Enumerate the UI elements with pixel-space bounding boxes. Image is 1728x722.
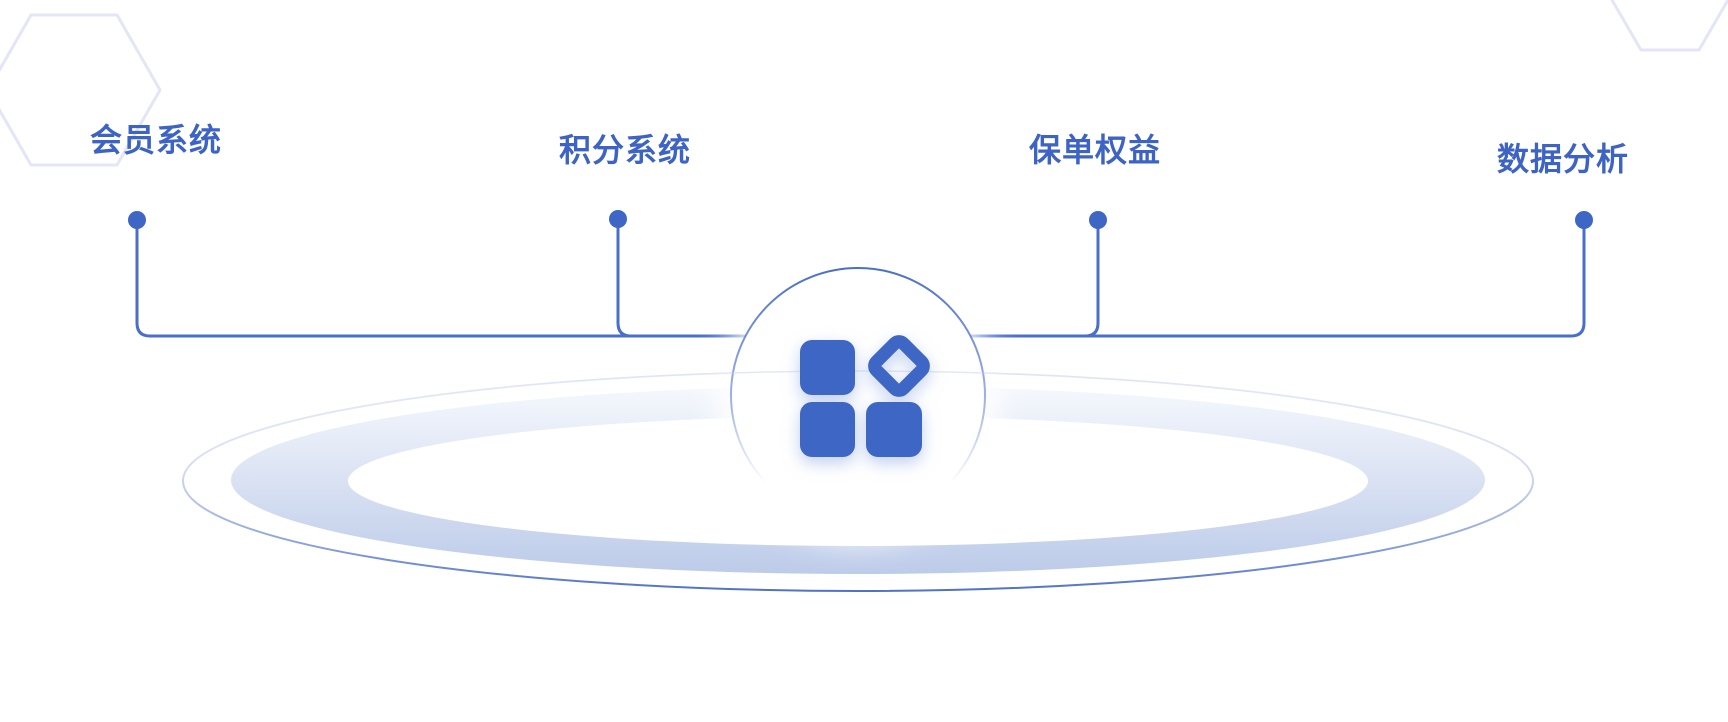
platform-top-arc bbox=[182, 370, 1534, 592]
icon-square-bottom-right bbox=[866, 402, 922, 457]
connector-dot-policy-benefits bbox=[1089, 211, 1107, 229]
connector-line-points-system bbox=[616, 220, 632, 338]
hexagon-decoration-top-right bbox=[1610, 0, 1728, 52]
connector-dot-points-system bbox=[609, 210, 627, 228]
label-data-analysis: 数据分析 bbox=[1497, 141, 1630, 177]
label-member-system: 会员系统 bbox=[90, 122, 223, 158]
connector-lines bbox=[135, 220, 1586, 338]
label-points-system: 积分系统 bbox=[559, 132, 692, 168]
icon-diamond-top-right bbox=[868, 335, 930, 397]
icon-square-top-left bbox=[800, 340, 855, 395]
app-modules-icon bbox=[800, 335, 930, 457]
connector-line-data-analysis bbox=[1570, 220, 1586, 338]
hexagon-decoration-top-left bbox=[0, 13, 162, 167]
center-circle bbox=[730, 267, 986, 523]
connector-line-member-system bbox=[135, 220, 1571, 338]
icon-square-bottom-left bbox=[800, 402, 855, 457]
connector-line-policy-benefits bbox=[1084, 220, 1100, 338]
connector-dot-data-analysis bbox=[1575, 211, 1593, 229]
connector-dot-member-system bbox=[128, 211, 146, 229]
label-policy-benefits: 保单权益 bbox=[1029, 132, 1162, 168]
